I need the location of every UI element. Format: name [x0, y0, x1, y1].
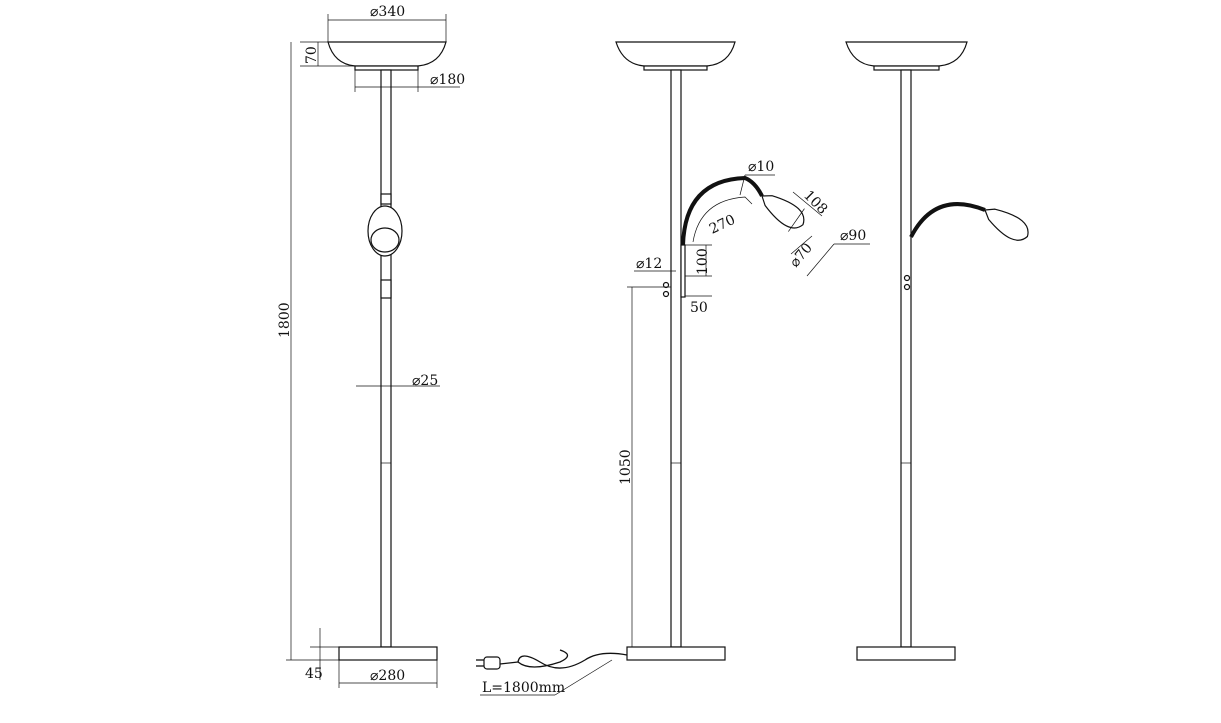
dim-bowl-height: 70: [304, 46, 320, 64]
power-cable: [517, 649, 628, 669]
base: [338, 646, 438, 661]
bowl-shade: [615, 41, 736, 67]
bowl-shade: [845, 41, 968, 67]
dim-head-inner-diameter: ⌀70: [787, 240, 816, 270]
switch: [380, 193, 392, 205]
dim-bowl-diameter: ⌀340: [370, 4, 405, 20]
dim-switch-diameter: ⌀12: [636, 256, 662, 272]
dim-arm-mount-height: 1050: [618, 449, 634, 485]
reading-head: [984, 208, 1029, 241]
pole: [380, 69, 392, 648]
arm-bracket: [680, 244, 686, 298]
flexible-arm: [909, 202, 986, 238]
pole: [670, 69, 682, 648]
dim-base-diameter: ⌀280: [370, 668, 405, 684]
bowl-shade: [327, 41, 447, 67]
dim-head-length: 108: [800, 188, 830, 218]
base: [626, 646, 726, 661]
dim-arm-diameter: ⌀10: [748, 159, 774, 175]
lamp-front-view: ⌀340 70 ⌀180 1800 ⌀25 45 ⌀280: [277, 4, 465, 688]
flexible-arm: [681, 175, 764, 246]
lamp-perspective-view: [845, 41, 1029, 661]
dim-arm-length: 270: [707, 212, 738, 238]
pole: [900, 69, 912, 648]
base: [856, 646, 956, 661]
clip: [380, 279, 392, 299]
reading-head: [761, 195, 805, 232]
dim-base-height: 45: [305, 666, 323, 682]
dim-cable-length: L=1800mm: [482, 680, 565, 696]
dim-bracket-height: 100: [695, 248, 711, 275]
dim-total-height: 1800: [277, 302, 293, 338]
dim-head-outer-diameter: ⌀90: [840, 228, 866, 244]
dim-plate-diameter: ⌀180: [430, 72, 465, 88]
lamp-side-view: ⌀10 270 108 ⌀70 ⌀90 ⌀12 100 50 1050 L=18…: [476, 41, 870, 696]
dim-bracket-offset: 50: [690, 300, 708, 316]
dim-pole-diameter: ⌀25: [412, 373, 438, 389]
plug: [483, 656, 501, 670]
